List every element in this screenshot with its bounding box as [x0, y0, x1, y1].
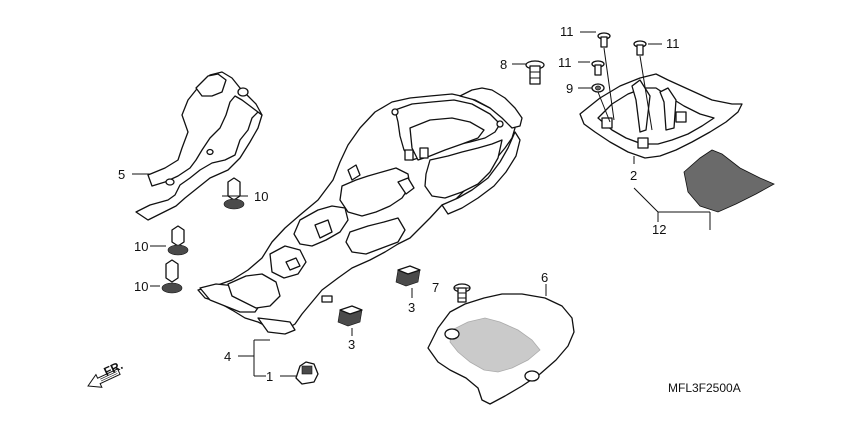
part-11-screw-a: [597, 32, 611, 48]
part-10-clip-c: [161, 259, 183, 294]
callout-9: 9: [566, 81, 573, 96]
part-1-clip: [295, 361, 319, 385]
part-10-clip-b: [167, 225, 189, 256]
callout-6: 6: [541, 270, 548, 285]
part-9-grommet: [591, 83, 605, 93]
part-3-rubber-a: [395, 265, 421, 287]
part-11-screw-b: [591, 60, 605, 76]
callout-3-a: 3: [408, 300, 415, 315]
callout-11-c: 11: [666, 36, 680, 51]
front-label: FR.: [102, 358, 125, 379]
part-7-bolt: [453, 283, 471, 303]
callout-10-c: 10: [134, 279, 148, 294]
callout-2: 2: [630, 168, 637, 183]
rear-inner-fender: [197, 87, 523, 335]
callout-10-a: 10: [254, 189, 268, 204]
part-11-screw-c: [633, 40, 647, 56]
part-10-clip-a: [223, 177, 245, 210]
diagram-code: MFL3F2500A: [668, 381, 741, 395]
callout-4: 4: [224, 349, 231, 364]
callout-5: 5: [118, 167, 125, 182]
part-8-screw: [525, 60, 545, 85]
callout-8: 8: [500, 57, 507, 72]
part-5-bracket: [135, 71, 263, 221]
leader-lines: [132, 31, 711, 377]
callout-3-b: 3: [348, 337, 355, 352]
callout-7: 7: [432, 280, 439, 295]
callout-1: 1: [266, 369, 273, 384]
callout-10-b: 10: [134, 239, 148, 254]
part-3-rubber-b: [337, 305, 363, 327]
callout-12: 12: [652, 222, 666, 237]
part-12-pad: [683, 149, 775, 213]
part-6-splash-guard: [427, 293, 575, 405]
callout-11-b: 11: [558, 55, 572, 70]
front-direction-arrow: FR.: [87, 358, 125, 388]
callout-11-a: 11: [560, 24, 574, 39]
